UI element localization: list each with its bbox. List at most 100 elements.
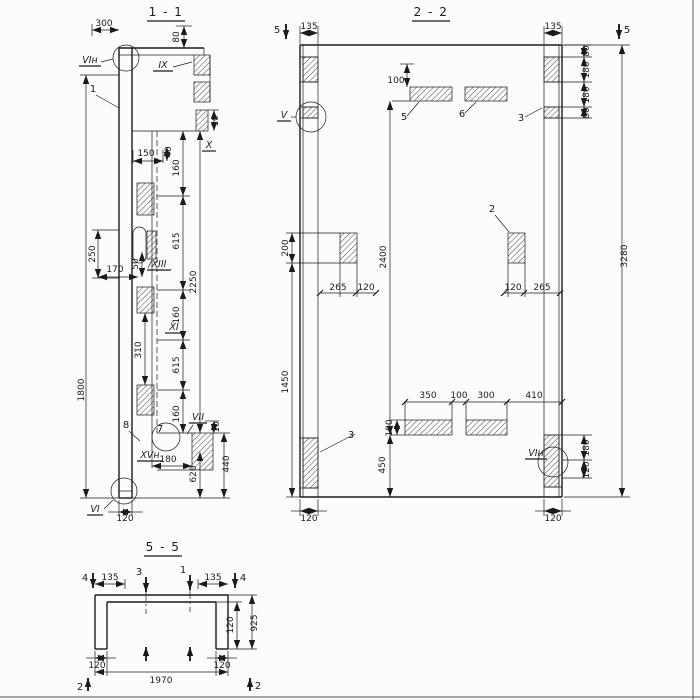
embedded-plate [136, 384, 155, 416]
dim-label: 50 [131, 258, 141, 270]
section-2-2-dimensions [282, 24, 630, 516]
dim-label: 80 [172, 31, 182, 43]
detail-label-ix: IX [158, 60, 168, 71]
dim-label: 300 [477, 391, 494, 401]
detail-circle-vi [110, 477, 138, 505]
callout-3b: 3 [348, 430, 354, 441]
section-title: 2 - 2 [414, 5, 449, 19]
dim-label: 10 [211, 115, 221, 127]
embedded-plate [464, 86, 508, 102]
dim-label: 160 [172, 159, 182, 176]
detail-label-vii: VII [192, 412, 204, 423]
dim-label: 135 [101, 573, 118, 583]
dim-label: 120 [544, 514, 561, 524]
cut-mark-1: 1 [180, 565, 186, 576]
embedded-plate [302, 437, 319, 489]
detail-label-x: X [205, 140, 213, 151]
detail-circle-vin [537, 446, 569, 478]
dim-label: 80 [582, 45, 592, 57]
slot-opening [132, 226, 147, 264]
detail-circle-vin [112, 44, 140, 72]
embedded-plate [193, 81, 211, 103]
dim-label: 265 [533, 283, 550, 293]
dim-label: 120 [582, 461, 592, 478]
callout-7: 7 [157, 424, 163, 435]
embedded-plate [404, 419, 453, 436]
dim-label: 300 [95, 19, 112, 29]
embedded-plate [339, 232, 358, 264]
embedded-plate [193, 54, 211, 76]
detail-label-xi: XI [168, 322, 179, 333]
section-1-1-geometry [110, 44, 214, 505]
dim-label: 620 [189, 465, 199, 482]
dim-label: 615 [172, 232, 182, 249]
detail-label-v: V [281, 110, 289, 121]
section-title: 1 - 1 [149, 5, 184, 19]
callout-5: 5 [401, 112, 407, 123]
dim-label: 2400 [379, 245, 389, 268]
dim-label: 265 [329, 283, 346, 293]
dim-label: 350 [419, 391, 436, 401]
detail-label-xvn: XVн [139, 450, 159, 461]
dim-label: 135 [204, 573, 221, 583]
dim-label: 1970 [150, 676, 173, 686]
dim-label: 180 [159, 455, 176, 465]
dim-label: 120 [116, 514, 133, 524]
detail-label-xiii: XIII [151, 259, 167, 270]
embedded-plate [195, 109, 209, 132]
dim-label: 250 [88, 245, 98, 262]
cut-mark-2-right: 2 [255, 681, 261, 692]
dim-label: 1450 [281, 370, 291, 393]
cut-mark-4-left: 4 [82, 573, 88, 584]
cut-mark-2-left: 2 [77, 682, 83, 693]
cut-mark-3: 3 [136, 567, 142, 578]
dim-label: 120 [88, 661, 105, 671]
dim-label: 925 [250, 614, 260, 631]
dim-label: 120 [504, 283, 521, 293]
dim-label: 180 [582, 439, 592, 456]
dim-label: 410 [525, 391, 542, 401]
embedded-plate [543, 106, 560, 119]
dim-label: 170 [106, 265, 123, 275]
dim-label: 3280 [620, 244, 630, 267]
cut-mark-4-right: 4 [240, 573, 246, 584]
dim-label: 180 [582, 61, 592, 78]
section-title: 5 - 5 [146, 540, 181, 554]
section-1-1-labels: 1 - 1 300 80 VIн IX 1 10 X 150 40 160 61… [77, 5, 232, 524]
dim-label: 160 [172, 405, 182, 422]
embedded-plate [136, 182, 155, 216]
embedded-plate [507, 232, 526, 264]
embedded-plate [543, 434, 560, 488]
embedded-plate [409, 86, 453, 102]
callout-3a: 3 [518, 113, 524, 124]
callout-8: 8 [123, 420, 129, 431]
dim-label: 2250 [189, 270, 199, 293]
detail-label-vin: VIн [82, 55, 98, 66]
dim-label: 440 [222, 455, 232, 472]
callout-6: 6 [459, 109, 465, 120]
dim-label: 450 [378, 456, 388, 473]
embedded-plate [146, 230, 157, 260]
section-5-5-geometry [94, 588, 229, 650]
dim-label: 120 [213, 661, 230, 671]
section-2-2-labels: 2 - 2 5 5 135 135 80 180 180 80 100 5 6 … [274, 5, 630, 524]
section-2-2: 2 - 2 5 5 135 135 80 180 180 80 100 5 6 … [274, 5, 630, 524]
section-1-1: 1 - 1 300 80 VIн IX 1 10 X 150 40 160 61… [77, 5, 232, 524]
embedded-plate [191, 432, 214, 471]
detail-label-vin: VIн [528, 448, 544, 459]
dim-label: 120 [357, 283, 374, 293]
dim-label: 120 [300, 514, 317, 524]
section-2-2-geometry [295, 44, 569, 498]
section-5-5-labels: 5 - 5 4 135 3 1 135 4 120 925 120 120 19… [77, 540, 261, 693]
dim-label: 310 [134, 341, 144, 358]
dim-label: 1800 [77, 378, 87, 401]
embedded-plate [136, 286, 155, 314]
callout-1: 1 [90, 84, 96, 95]
dim-label: 150 [137, 149, 154, 159]
dim-label: 160 [172, 306, 182, 323]
embedded-plate [465, 419, 508, 436]
dim-label: 135 [544, 22, 561, 32]
